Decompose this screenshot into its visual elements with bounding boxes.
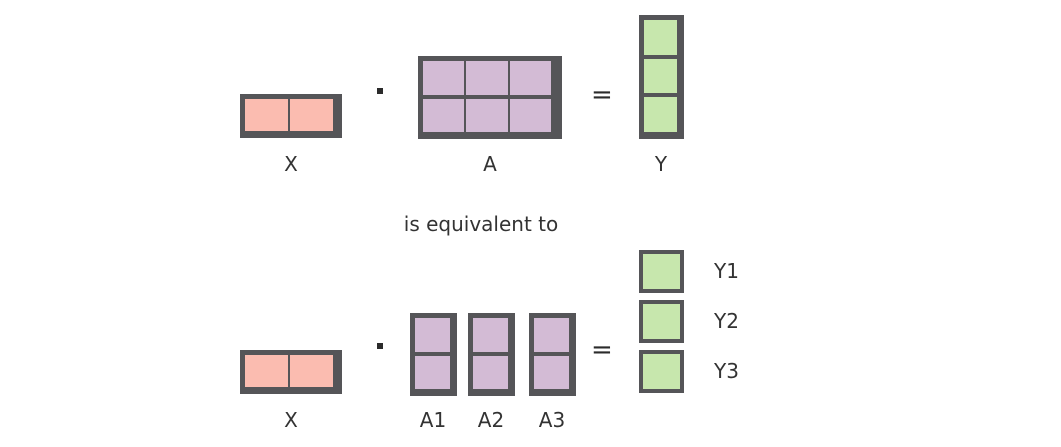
matrix-cell bbox=[507, 59, 553, 97]
matrix-row bbox=[642, 95, 680, 135]
matrix-cell bbox=[288, 353, 335, 389]
matrix-cell bbox=[243, 353, 290, 389]
matrix-cell bbox=[413, 353, 452, 391]
matrix-row bbox=[421, 59, 558, 98]
matrix-cell bbox=[421, 59, 467, 97]
top-a-matrix bbox=[418, 56, 562, 139]
bottom-a2-label: A2 bbox=[477, 408, 505, 432]
matrix-cell bbox=[464, 96, 510, 134]
top-x-label: X bbox=[284, 152, 298, 176]
matrix-cell bbox=[642, 18, 679, 57]
matrix-row bbox=[413, 316, 453, 355]
bottom-a3-label: A3 bbox=[538, 408, 566, 432]
bottom-x-matrix bbox=[240, 350, 342, 394]
bottom-y2-label: Y2 bbox=[714, 309, 739, 333]
matrix-row bbox=[471, 353, 511, 393]
matrix-row bbox=[413, 353, 453, 393]
matrix-cell bbox=[421, 96, 467, 134]
top-y-label: Y bbox=[654, 152, 668, 176]
matrix-row bbox=[532, 353, 572, 393]
matrix-cell bbox=[471, 316, 510, 354]
matrix-row bbox=[243, 353, 338, 390]
matrix-row bbox=[532, 316, 572, 355]
matrix-cell bbox=[464, 59, 510, 97]
bottom-y3-matrix bbox=[639, 350, 684, 393]
bottom-a2-matrix bbox=[468, 313, 515, 396]
matrix-row bbox=[243, 97, 338, 134]
matrix-cell bbox=[507, 96, 553, 134]
bottom-equals-sign: = bbox=[591, 335, 613, 365]
top-y-matrix bbox=[639, 15, 684, 139]
top-x-matrix bbox=[240, 94, 342, 138]
equivalence-text: is equivalent to bbox=[403, 212, 559, 236]
matrix-cell bbox=[532, 353, 571, 391]
top-equals-sign: = bbox=[591, 80, 613, 110]
matrix-cell bbox=[288, 97, 335, 133]
bottom-x-label: X bbox=[284, 408, 298, 432]
bottom-a1-label: A1 bbox=[419, 408, 447, 432]
matrix-cell bbox=[532, 316, 571, 354]
bottom-y1-matrix bbox=[639, 250, 684, 293]
matrix-cell bbox=[471, 353, 510, 391]
matrix-row bbox=[642, 56, 680, 97]
bottom-a3-matrix bbox=[529, 313, 576, 396]
matrix-row bbox=[421, 96, 558, 136]
matrix-cell bbox=[642, 95, 679, 134]
matrix-cell bbox=[243, 97, 290, 133]
matrix-cell bbox=[642, 56, 679, 96]
bottom-y2-matrix bbox=[639, 300, 684, 343]
bottom-y1-label: Y1 bbox=[714, 259, 739, 283]
multiply-dot-icon bbox=[377, 343, 383, 349]
matrix-row bbox=[471, 316, 511, 355]
top-a-label: A bbox=[483, 152, 497, 176]
multiply-dot-icon bbox=[377, 88, 383, 94]
matrix-row bbox=[642, 18, 680, 58]
bottom-a1-matrix bbox=[410, 313, 457, 396]
matrix-cell bbox=[413, 316, 452, 354]
bottom-y3-label: Y3 bbox=[714, 359, 739, 383]
